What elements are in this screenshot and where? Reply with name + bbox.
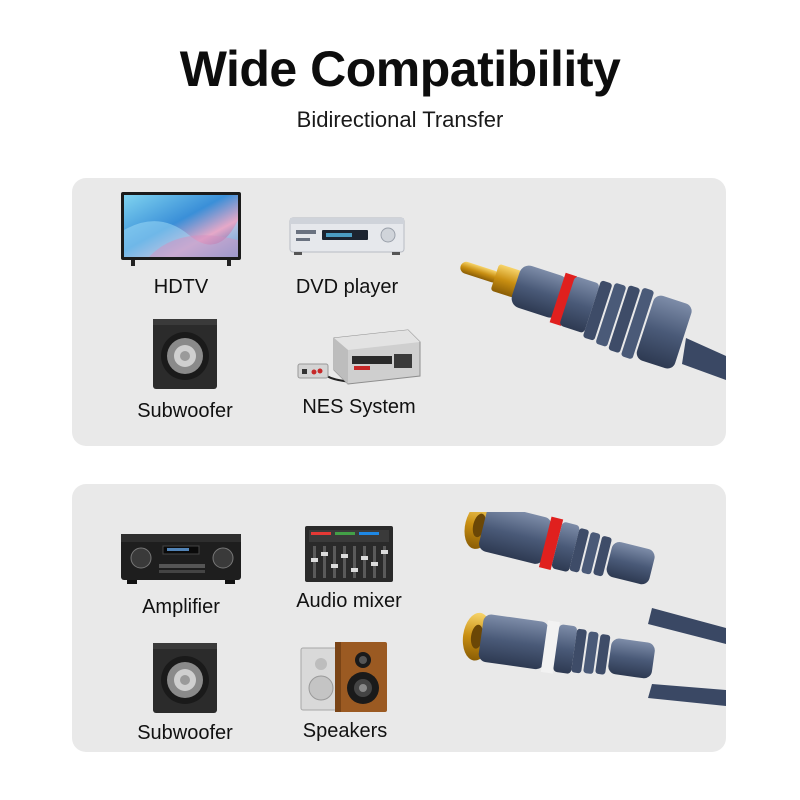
bottom-compatibility-panel: Amplifier Audio mixer — [72, 484, 726, 752]
device-nes-system: NES System — [284, 324, 434, 419]
device-label-hdtv: HDTV — [153, 276, 209, 298]
device-hdtv: HDTV — [106, 190, 256, 299]
device-subwoofer-2: Subwoofer — [110, 642, 260, 745]
page-subtitle: Bidirectional Transfer — [296, 107, 504, 132]
amplifier-icon — [121, 534, 241, 584]
device-label-subwoofer: Subwoofer — [137, 400, 233, 422]
device-label-dvd-player: DVD player — [295, 276, 399, 298]
device-label-nes-system: NES System — [302, 396, 416, 418]
device-label-amplifier: Amplifier — [142, 596, 220, 618]
device-label-subwoofer-2: Subwoofer — [137, 722, 233, 744]
device-dvd-player: DVD player — [272, 204, 422, 299]
device-speakers: Speakers — [270, 638, 420, 743]
top-compatibility-panel: HDTV DVD player Subwoofer — [72, 178, 726, 446]
rca-female-splitter-icon — [462, 512, 726, 706]
subwoofer-icon — [153, 643, 217, 713]
device-label-audio-mixer: Audio mixer — [296, 590, 402, 612]
dvd-player-icon — [289, 217, 405, 255]
page-title: Wide Compatibility — [179, 41, 621, 97]
device-subwoofer: Subwoofer — [110, 318, 260, 423]
subwoofer-icon — [153, 319, 217, 389]
audio-mixer-icon — [305, 526, 393, 582]
nes-console-icon — [297, 329, 421, 385]
rca-male-plug-icon — [460, 261, 726, 380]
device-audio-mixer: Audio mixer — [274, 524, 424, 613]
hdtv-icon — [121, 192, 241, 266]
device-label-speakers: Speakers — [302, 720, 388, 742]
device-amplifier: Amplifier — [106, 532, 256, 619]
speakers-icon — [300, 642, 387, 712]
